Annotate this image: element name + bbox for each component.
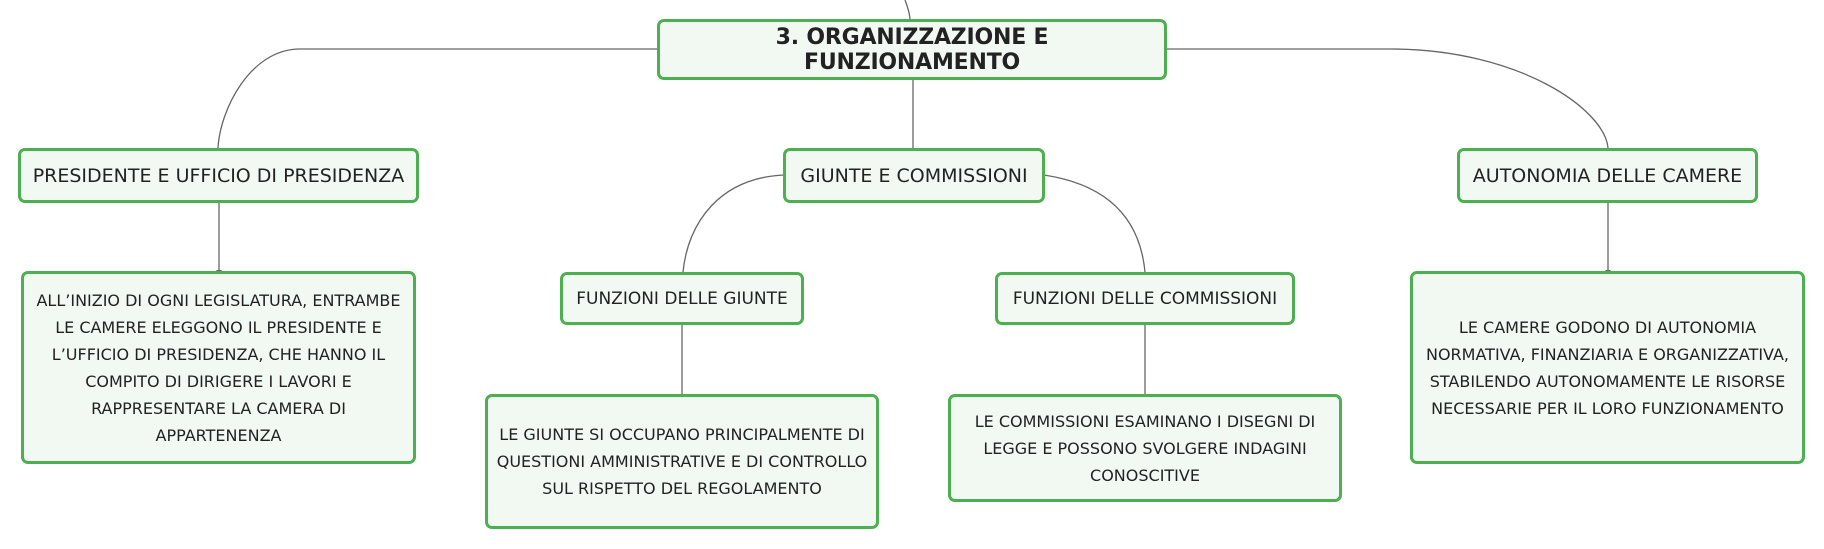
connector-giunte-funzioni-commissioni: [1043, 174, 1146, 273]
connector-giunte-funzioni-giunte: [682, 174, 785, 273]
node-funzioni-giunte[interactable]: FUNZIONI DELLE GIUNTE: [560, 272, 804, 325]
connector-parent-root: [904, 0, 911, 21]
node-presidente-desc-text: ALL’INIZIO DI OGNI LEGISLATURA, ENTRAMBE…: [36, 290, 401, 445]
node-root-label: 3. ORGANIZZAZIONE E FUNZIONAMENTO: [775, 24, 1049, 75]
node-funzioni-commissioni-label: FUNZIONI DELLE COMMISSIONI: [1012, 288, 1278, 309]
connector-root-presidente: [217, 48, 658, 149]
node-autonomia-desc[interactable]: LE CAMERE GODONO DI AUTONOMIA NORMATIVA,…: [1410, 271, 1805, 464]
node-funzioni-commissioni[interactable]: FUNZIONI DELLE COMMISSIONI: [995, 272, 1295, 325]
node-giunte-desc[interactable]: LE GIUNTE SI OCCUPANO PRINCIPALMENTE DI …: [485, 394, 879, 529]
node-commissioni-desc[interactable]: LE COMMISSIONI ESAMINANO I DISEGNI DI LE…: [948, 394, 1342, 502]
node-root[interactable]: 3. ORGANIZZAZIONE E FUNZIONAMENTO: [657, 19, 1167, 80]
node-presidente-desc[interactable]: ALL’INIZIO DI OGNI LEGISLATURA, ENTRAMBE…: [21, 271, 416, 464]
node-autonomia-desc-text: LE CAMERE GODONO DI AUTONOMIA NORMATIVA,…: [1425, 317, 1790, 418]
node-presidente-label: PRESIDENTE E UFFICIO DI PRESIDENZA: [32, 164, 405, 187]
node-presidente[interactable]: PRESIDENTE E UFFICIO DI PRESIDENZA: [18, 148, 419, 203]
node-commissioni-desc-text: LE COMMISSIONI ESAMINANO I DISEGNI DI LE…: [974, 411, 1316, 485]
node-autonomia-label: AUTONOMIA DELLE CAMERE: [1472, 164, 1743, 187]
connector-root-autonomia: [1167, 48, 1609, 149]
node-funzioni-giunte-label: FUNZIONI DELLE GIUNTE: [576, 288, 788, 309]
node-autonomia[interactable]: AUTONOMIA DELLE CAMERE: [1457, 148, 1758, 203]
node-giunte-commissioni-label: GIUNTE E COMMISSIONI: [800, 164, 1028, 187]
node-giunte-desc-text: LE GIUNTE SI OCCUPANO PRINCIPALMENTE DI …: [496, 425, 868, 498]
node-giunte-commissioni[interactable]: GIUNTE E COMMISSIONI: [783, 148, 1045, 203]
